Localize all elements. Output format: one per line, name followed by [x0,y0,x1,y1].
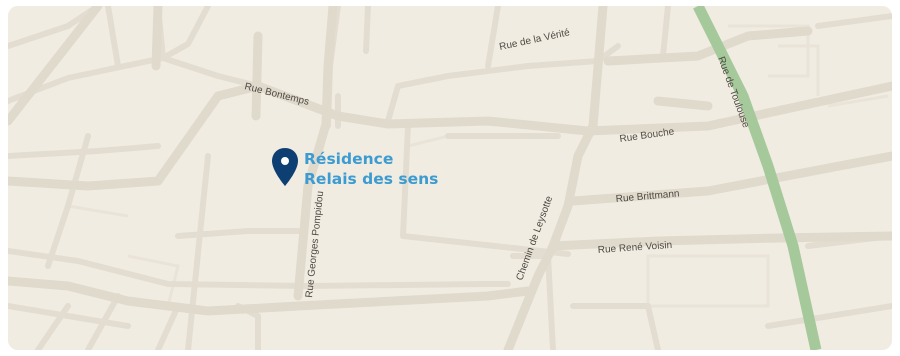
building-blocks [67,24,892,308]
map-canvas[interactable]: Rue Bontemps Rue de la Vérité Rue George… [8,6,892,350]
map-container[interactable]: Rue Bontemps Rue de la Vérité Rue George… [8,6,892,350]
place-name-line1: Résidence [304,150,394,168]
map-pin-icon[interactable] [270,146,300,188]
place-name-line2: Relais des sens [304,170,439,188]
street-label-voisin: Rue René Voisin [597,240,672,256]
place-label[interactable]: Résidence Relais des sens [304,149,438,189]
main-road-toulouse [693,6,822,350]
